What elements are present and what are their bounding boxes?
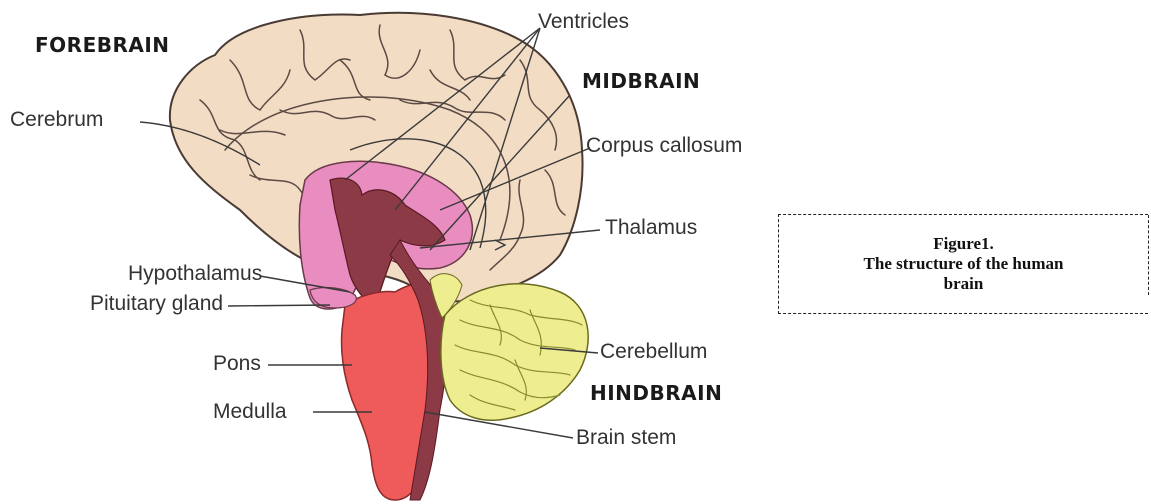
medulla-label: Medulla <box>213 400 287 423</box>
midbrain-title: MIDBRAIN <box>582 69 700 93</box>
caption-line-3: brain <box>944 274 984 294</box>
hindbrain-title: HINDBRAIN <box>590 381 722 405</box>
cerebrum-label: Cerebrum <box>10 108 103 131</box>
caption-line-2: The structure of the human <box>864 254 1064 274</box>
caption-line-1: Figure1. <box>933 234 994 254</box>
caption-right-edge <box>1148 215 1149 295</box>
thalamus-label: Thalamus <box>605 216 697 239</box>
pons-label: Pons <box>213 352 261 375</box>
pituitary-gland-label: Pituitary gland <box>90 292 223 315</box>
forebrain-title: FOREBRAIN <box>35 33 170 57</box>
cerebellum-shape <box>441 284 588 421</box>
cerebellum-label: Cerebellum <box>600 340 707 363</box>
hypothalamus-label: Hypothalamus <box>128 262 262 285</box>
ventricles-label: Ventricles <box>538 10 629 33</box>
figure-caption: Figure1. The structure of the human brai… <box>778 214 1148 314</box>
brain-stem-label: Brain stem <box>576 426 676 449</box>
corpus-callosum-label: Corpus callosum <box>586 134 742 157</box>
